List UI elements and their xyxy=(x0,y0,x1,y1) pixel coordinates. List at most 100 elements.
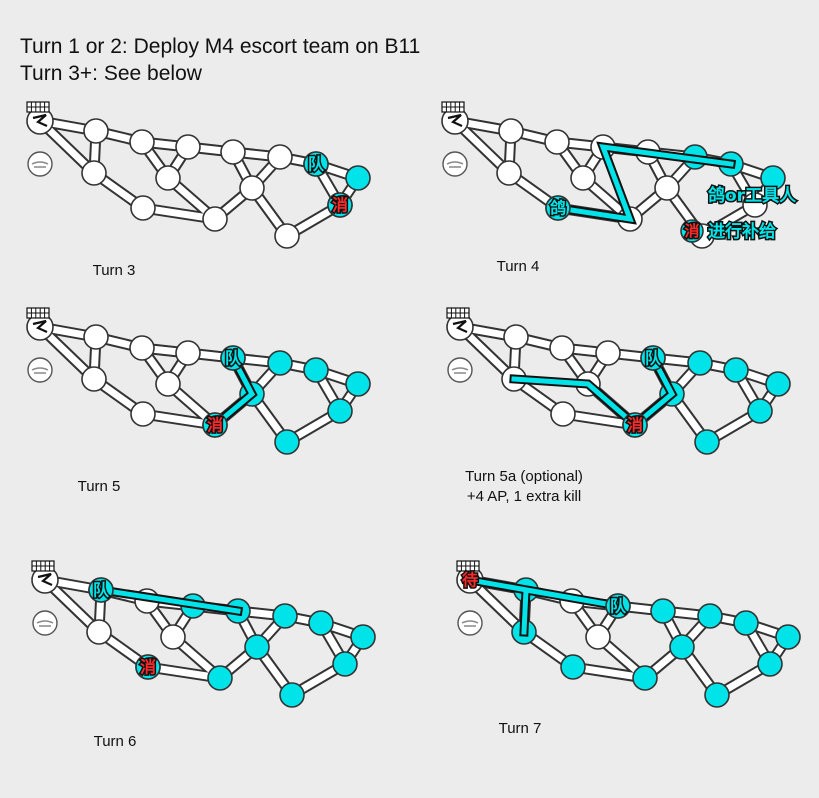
neutral-node[interactable] xyxy=(274,223,300,249)
caption-turn5: Turn 5 xyxy=(0,477,209,497)
captured-node[interactable] xyxy=(694,429,720,455)
captured-node[interactable] xyxy=(274,429,300,455)
neutral-node[interactable] xyxy=(239,175,265,201)
supply-marker: 消 xyxy=(202,412,228,438)
caption-turn6: Turn 6 xyxy=(5,732,225,752)
team-marker: 队 xyxy=(88,577,114,603)
supply-marker: 消 xyxy=(680,219,704,243)
movement-route xyxy=(208,351,258,432)
supply-marker-label: 消 xyxy=(627,416,643,435)
movement-route xyxy=(552,141,737,225)
captured-node[interactable] xyxy=(632,665,658,691)
neutral-node[interactable] xyxy=(86,619,112,645)
neutral-node[interactable] xyxy=(81,160,107,186)
captured-node[interactable] xyxy=(303,357,329,383)
captured-node[interactable] xyxy=(327,398,353,424)
neutral-node[interactable] xyxy=(654,175,680,201)
heliport-node-icon xyxy=(27,151,53,177)
captured-node[interactable] xyxy=(760,165,786,191)
neutral-node[interactable] xyxy=(129,129,155,155)
supply-marker: 消 xyxy=(135,654,161,680)
heliport-node-icon xyxy=(27,357,53,383)
captured-node[interactable] xyxy=(350,624,376,650)
neutral-node[interactable] xyxy=(496,160,522,186)
movement-route xyxy=(464,574,619,637)
team-marker: 队 xyxy=(605,593,631,619)
captured-node[interactable] xyxy=(723,357,749,383)
captured-node[interactable] xyxy=(560,654,586,680)
heliport-grid-icon xyxy=(456,560,480,572)
captured-node[interactable] xyxy=(669,634,695,660)
instruction-line-1: Turn 1 or 2: Deploy M4 escort team on B1… xyxy=(20,35,421,58)
team-marker: 队 xyxy=(640,345,666,371)
heliport-grid-icon xyxy=(26,101,50,113)
neutral-node[interactable] xyxy=(175,134,201,160)
captured-node[interactable] xyxy=(704,682,730,708)
neutral-node[interactable] xyxy=(498,118,524,144)
caption-line: Turn 5 xyxy=(77,478,121,495)
captured-node[interactable] xyxy=(687,350,713,376)
neutral-node[interactable] xyxy=(267,144,293,170)
neutral-node[interactable] xyxy=(503,324,529,350)
captured-node[interactable] xyxy=(765,371,791,397)
hq-command-icon xyxy=(26,307,54,341)
neutral-node[interactable] xyxy=(544,129,570,155)
captured-node[interactable] xyxy=(272,603,298,629)
neutral-node[interactable] xyxy=(220,139,246,165)
captured-node[interactable] xyxy=(207,665,233,691)
captured-node[interactable] xyxy=(308,610,334,636)
wait-marker: 待 xyxy=(460,569,479,591)
captured-node[interactable] xyxy=(650,598,676,624)
caption-line: Turn 6 xyxy=(93,733,137,750)
neutral-node[interactable] xyxy=(81,366,107,392)
team-marker-label: 队 xyxy=(610,597,627,616)
neutral-node[interactable] xyxy=(130,195,156,221)
captured-node[interactable] xyxy=(345,165,371,191)
hq-command-icon xyxy=(31,560,59,594)
neutral-node[interactable] xyxy=(175,340,201,366)
map-panel-turn5: 队消 xyxy=(26,307,371,455)
neutral-node[interactable] xyxy=(742,192,768,218)
map-panel-turn3: 队消 xyxy=(26,101,371,249)
supply-legend-text: 进行补给 xyxy=(708,221,776,242)
captured-node[interactable] xyxy=(697,603,723,629)
neutral-node[interactable] xyxy=(130,401,156,427)
neutral-node[interactable] xyxy=(83,324,109,350)
hq-command-icon xyxy=(26,101,54,135)
neutral-node[interactable] xyxy=(550,401,576,427)
captured-node[interactable] xyxy=(733,610,759,636)
neutral-node[interactable] xyxy=(549,335,575,361)
captured-node[interactable] xyxy=(244,634,270,660)
caption-line: Turn 7 xyxy=(498,720,542,737)
neutral-node[interactable] xyxy=(129,335,155,361)
caption-line: Turn 4 xyxy=(496,258,540,275)
captured-node[interactable] xyxy=(757,651,783,677)
captured-node[interactable] xyxy=(775,624,801,650)
caption-line: +4 AP, 1 extra kill xyxy=(466,488,582,505)
captured-node[interactable] xyxy=(332,651,358,677)
heliport-node-icon xyxy=(442,151,468,177)
neutral-node[interactable] xyxy=(160,624,186,650)
team-marker-label: 队 xyxy=(225,349,242,368)
neutral-node[interactable] xyxy=(585,624,611,650)
supply-marker: 消 xyxy=(327,192,353,218)
heliport-grid-icon xyxy=(31,560,55,572)
caption-line: Turn 5a (optional) xyxy=(465,468,583,485)
team-marker: 队 xyxy=(303,151,329,177)
caption-line: Turn 3 xyxy=(92,262,136,279)
heliport-node-icon xyxy=(457,610,483,636)
neutral-node[interactable] xyxy=(155,165,181,191)
neutral-node[interactable] xyxy=(595,340,621,366)
captured-node[interactable] xyxy=(345,371,371,397)
neutral-node[interactable] xyxy=(155,371,181,397)
neutral-node[interactable] xyxy=(83,118,109,144)
supply-marker: 消 xyxy=(622,412,648,438)
captured-node[interactable] xyxy=(279,682,305,708)
heliport-grid-icon xyxy=(446,307,470,319)
neutral-node[interactable] xyxy=(202,206,228,232)
wait-marker-label: 待 xyxy=(462,571,478,590)
neutral-node[interactable] xyxy=(570,165,596,191)
captured-node[interactable] xyxy=(747,398,773,424)
pigeon-marker-label: 鸽 xyxy=(550,199,566,218)
captured-node[interactable] xyxy=(267,350,293,376)
